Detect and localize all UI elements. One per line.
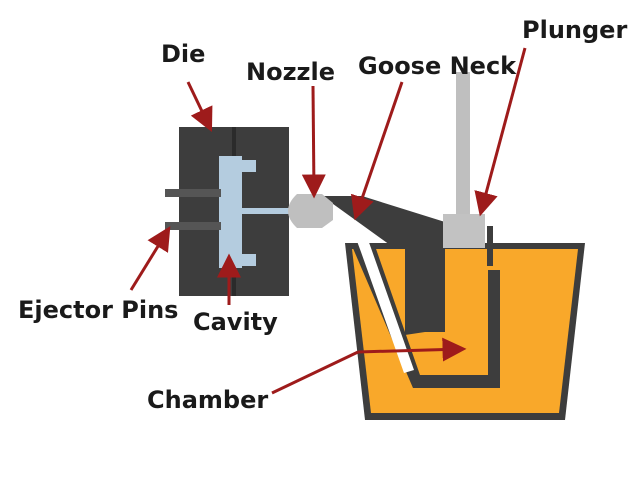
label-ejector-pins: Ejector Pins xyxy=(18,296,178,324)
plunger-arrow xyxy=(474,47,527,217)
label-nozzle: Nozzle xyxy=(246,58,335,86)
goose-neck-arrow xyxy=(350,81,404,221)
chamber-arrow-inner xyxy=(357,337,467,362)
label-goose-neck: Goose Neck xyxy=(358,52,517,80)
nozzle-arrow xyxy=(301,85,326,199)
chamber-arrow xyxy=(271,350,359,395)
label-chamber: Chamber xyxy=(147,386,268,414)
label-cavity: Cavity xyxy=(193,308,278,336)
nozzle-shape xyxy=(288,194,333,228)
goose-neck-channel xyxy=(300,206,414,373)
label-die: Die xyxy=(161,40,205,68)
die-arrow xyxy=(186,81,213,133)
sprue-channel xyxy=(240,208,302,214)
ejector-pin-upper xyxy=(165,189,221,197)
ejector-pins-arrow xyxy=(129,226,171,291)
plunger-head xyxy=(443,214,485,248)
plunger-guide xyxy=(487,226,493,266)
cavity-flange-top xyxy=(240,160,256,172)
ejector-pin-lower xyxy=(165,222,221,230)
goose-neck-body xyxy=(322,196,445,335)
cavity-shape xyxy=(219,156,242,268)
cavity-flange-bottom xyxy=(240,254,256,266)
chamber-inner xyxy=(420,250,488,372)
label-plunger: Plunger xyxy=(522,16,627,44)
plunger-rod xyxy=(456,72,470,216)
